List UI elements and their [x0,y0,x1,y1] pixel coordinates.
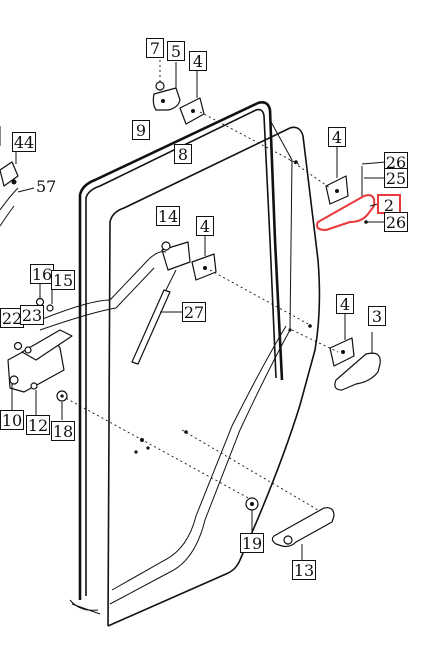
callout-19: 19 [240,533,264,553]
callout-2: 2 [377,194,401,215]
glass-door-panel [107,126,321,627]
roller-10 [9,375,19,385]
handle-axis [181,429,319,511]
part-44-dot [11,179,17,185]
hardware-dot [146,446,150,450]
part-44-fragment [0,161,19,187]
hinge-axis-right [289,159,331,189]
lever-axis [291,329,339,353]
hardware-dot [308,324,312,328]
strut-arm-upper [39,251,167,321]
washer-22 [13,341,23,351]
hinge-axis-top [199,111,301,166]
callout-13: 13 [292,560,316,580]
strut-arm-lower [39,267,155,331]
callout-3: 3 [368,306,386,326]
lever-handle-3 [334,352,381,391]
pin-12 [30,382,38,390]
callout-25: 25 [384,168,408,188]
leader-26a [361,161,387,165]
plate-hole-lower [341,350,345,354]
pin-26b [364,220,368,224]
callout-4c: 4 [196,216,214,236]
hinge-bracket-5 [152,87,181,111]
callout-12: 12 [26,415,50,435]
callout-5: 5 [167,41,185,61]
callout-4b: 4 [328,127,346,147]
washer-19-hole [250,502,254,506]
handle-grip-2-highlighted [316,194,376,231]
pull-handle-13 [271,507,335,548]
leader-57 [17,187,35,193]
callout-26b: 26 [384,212,408,232]
bracket-hole [161,99,165,103]
gas-strut-27 [131,289,171,365]
leader-2 [369,203,379,207]
callout-57: 57 [36,177,57,196]
hardware-dot [140,438,144,442]
hardware-dot [294,160,298,164]
callout-10: 10 [0,410,24,430]
callout-9: 9 [132,120,150,140]
hardware-dot [134,450,138,454]
callout-14: 14 [156,206,180,226]
plate-hole-middle [203,266,207,270]
washer-23 [24,346,32,354]
bolt-14 [161,241,171,251]
plate-hole-top [191,109,195,113]
hardware-dot [184,430,188,434]
callout-8: 8 [174,144,192,164]
latch-plate [21,329,73,361]
callout-44: 44 [12,132,36,152]
door-seal-frame-outer [78,101,284,600]
callout-22: 22 [0,308,24,328]
callout-15: 15 [51,270,75,290]
callout-18: 18 [51,421,75,441]
frame-bottom-curve [69,599,99,611]
hardware-dot [288,328,292,332]
callout-23: 23 [20,305,44,325]
callout-4d: 4 [336,294,354,314]
glass-panel-bend-line [111,325,287,591]
nut-15 [46,304,54,312]
door-seal-frame-inner [85,108,277,596]
plate-hole-right [335,189,339,193]
handle-13-end [283,535,293,545]
callout-27: 27 [182,302,206,322]
part-57-fragment [0,187,19,227]
latch-axis [61,395,253,501]
callout-26a: 26 [384,152,408,172]
callout-4a: 4 [189,51,207,71]
callout-7: 7 [146,38,164,58]
bolt-7 [155,81,165,91]
gas-strut-rod [165,269,177,291]
strut-axis [209,269,311,326]
